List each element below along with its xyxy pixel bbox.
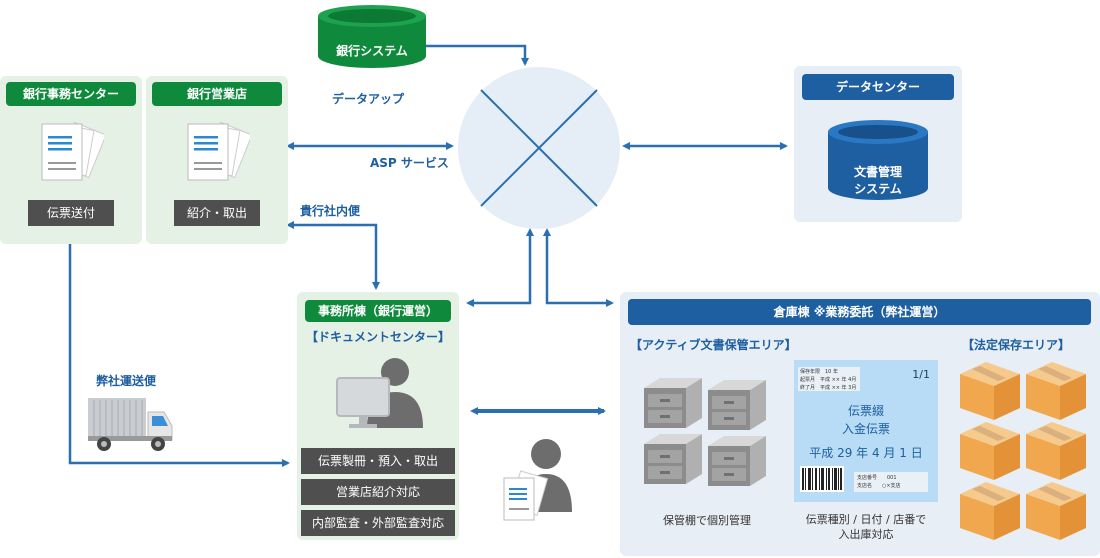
active-area-caption: 保管棚で個別管理 [663,514,751,527]
barcode-icon [800,466,844,492]
arrow-internal-mail [286,221,380,290]
doc-date: 平成 29 年 4 月 1 日 [809,446,923,460]
data-center-title: データセンター [802,74,954,100]
arrow-bank-system-to-cloud [410,44,529,66]
person-with-documents-icon [503,439,572,521]
storage-cabinets-icon [644,378,766,486]
document-management-system-label: 文書管理 システム [853,165,902,196]
bank-office-center-panel: 銀行事務センター 伝票送付 [0,76,142,244]
bank-branch-panel: 銀行営業店 紹介・取出 [146,76,288,244]
task-audit-support: 内部監査・外部監査対応 [301,510,455,536]
arrow-transport [68,232,290,467]
page-number: 1/1 [912,368,930,381]
documents-icon [187,122,250,181]
branch-info-box: 支店番号 001 支店名 ○×支店 [854,472,928,492]
bank-system-node: 銀行システム [316,4,428,70]
database-icon [318,5,426,68]
data-center-panel: データセンター 文書管理 システム [794,66,962,222]
bank-office-center-title: 銀行事務センター [6,82,136,106]
data-upload-label: データアップ [332,92,405,106]
arrow-cloud-to-office [466,228,534,307]
task-branch-inquiry: 営業店紹介対応 [301,479,455,505]
arrow-cloud-to-warehouse [543,228,614,307]
document-label-card: 保存年限 10 年 起票月 平成 ×× 年 4月 終了月 平成 ×× 年 3月 … [794,360,938,502]
doc-type-name: 入金伝票 [841,422,890,436]
asp-service-label: ASP サービス [370,156,449,170]
doc-bundle-name: 伝票綴 [847,404,884,418]
user-at-computer-icon [336,358,423,428]
warehouse-panel: 倉庫棟 ※業務委託（弊社運営） 【アクティブ文書保管エリア】 【法定保存エリア】… [620,292,1100,556]
document-center-label: 【ドキュメントセンター】 [305,330,450,344]
warehouse-title: 倉庫棟 ※業務委託（弊社運営） [628,299,1091,325]
label-caption: 伝票種別 / 日付 / 店番で 入出庫対応 [805,513,927,541]
internal-mail-label: 貴行社内便 [300,204,361,218]
truck-icon [88,398,173,451]
bank-system-label: 銀行システム [336,44,408,58]
retention-info-box: 保存年限 10 年 起票月 平成 ×× 年 4月 終了月 平成 ×× 年 3月 [798,367,860,391]
office-building-title: 事務所棟（銀行運営） [305,300,451,322]
database-icon [828,120,928,200]
active-area-label: 【アクティブ文書保管エリア】 [630,338,797,352]
network-cloud-circle [458,67,620,229]
slip-send-box: 伝票送付 [28,200,114,226]
legal-area-label: 【法定保存エリア】 [962,338,1071,352]
transport-label: 弊社運送便 [96,374,157,388]
cardboard-boxes-icon [960,362,1086,540]
task-binding-deposit: 伝票製冊・預入・取出 [301,448,455,474]
documents-icon [41,122,104,181]
office-building-panel: 事務所棟（銀行運営） 【ドキュメントセンター】 伝票製冊・預入・取出 営業店紹介… [297,292,459,540]
intro-retrieve-box: 紹介・取出 [174,200,260,226]
bank-branch-title: 銀行営業店 [152,82,282,106]
